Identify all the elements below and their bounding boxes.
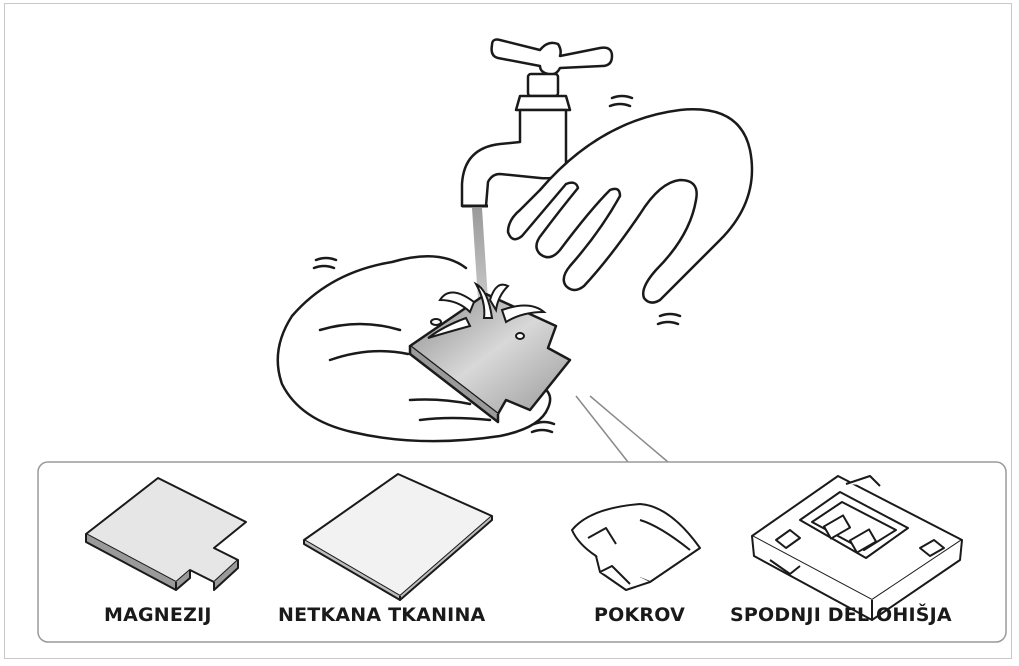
- part-label-magnezij: MAGNEZIJ: [104, 604, 212, 626]
- part-label-netkana-tkanina: NETKANA TKANINA: [278, 604, 485, 626]
- callout-lines: [576, 396, 668, 462]
- part-label-spodnji-del-ohisja: SPODNJI DEL OHIŠJA: [730, 604, 952, 626]
- part-label-pokrov: POKROV: [594, 604, 685, 626]
